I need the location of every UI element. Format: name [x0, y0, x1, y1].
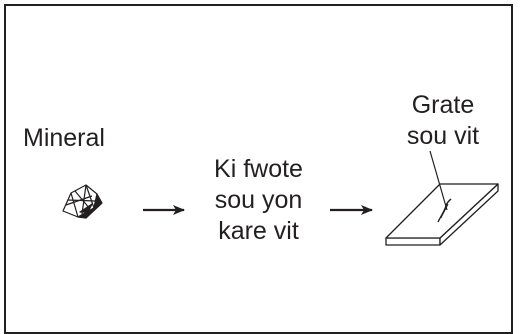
diagram-frame [4, 4, 513, 334]
mineral-text: Mineral [23, 124, 105, 152]
result-line-2: sou vit [406, 122, 480, 150]
result-line-1: Grate [411, 91, 475, 119]
process-label: Ki fwote sou yon kare vit [196, 154, 321, 247]
diagram-graphics [62, 150, 499, 246]
process-line-3: kare vit [218, 217, 299, 245]
result-label: Grate sou vit [384, 90, 502, 152]
process-line-1: Ki fwote [214, 155, 303, 183]
mineral-crystal-icon [62, 184, 103, 219]
glass-plate-icon [385, 183, 499, 246]
mineral-label: Mineral [23, 123, 105, 154]
scratch-mark [429, 150, 452, 223]
process-line-2: sou yon [214, 186, 303, 214]
